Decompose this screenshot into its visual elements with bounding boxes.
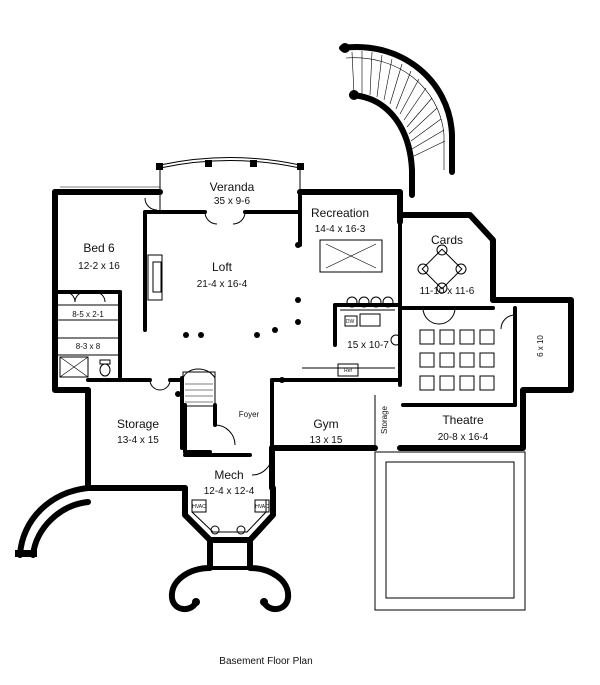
closet-b-dims: 8-3 x 8 — [76, 342, 101, 351]
veranda-dims: 35 x 9-6 — [214, 196, 251, 207]
mech-name: Mech — [214, 468, 243, 482]
alcove-dims: 6 x 10 — [536, 335, 545, 357]
exterior-walls — [15, 186, 574, 558]
refrigerator-label: Ref — [344, 368, 352, 374]
hvac-label-left: HVAC — [192, 504, 206, 510]
recreation-dims: 14-4 x 16-3 — [315, 224, 366, 235]
dishwasher-label: DW — [346, 319, 355, 325]
storage2-name: Storage — [380, 405, 389, 434]
cards-name: Cards — [431, 233, 463, 247]
cards-dims: 11-10 x 11-6 — [420, 286, 475, 297]
mech-dims: 12-4 x 12-4 — [204, 486, 255, 497]
recreation-name: Recreation — [311, 206, 369, 220]
room-labels: Veranda 35 x 9-6 Recreation 14-4 x 16-3 … — [72, 180, 545, 510]
interior-walls — [53, 210, 526, 611]
veranda-name: Veranda — [210, 180, 255, 194]
gym-dims: 13 x 15 — [310, 435, 343, 446]
plan-caption: Basement Floor Plan — [219, 656, 312, 667]
storage-name: Storage — [117, 417, 159, 431]
storage-dims: 13-4 x 15 — [117, 435, 159, 446]
loft-furnishings — [64, 197, 301, 397]
loft-name: Loft — [212, 260, 233, 274]
veranda-outline — [156, 157, 304, 212]
bed6-name: Bed 6 — [83, 241, 115, 255]
foyer-name: Foyer — [239, 410, 260, 419]
gym-name: Gym — [313, 417, 338, 431]
curved-stair — [339, 43, 455, 198]
hvac-label-right: HVAC — [255, 504, 269, 510]
closet-a-dims: 8-5 x 2-1 — [72, 310, 104, 319]
theatre-name: Theatre — [442, 413, 484, 427]
bed6-dims: 12-2 x 16 — [78, 261, 120, 272]
mech-outline — [168, 485, 292, 612]
kitchen-dims: 15 x 10-7 — [347, 340, 389, 351]
loft-dims: 21-4 x 16-4 — [197, 279, 248, 290]
theatre-dims: 20-8 x 16-4 — [438, 432, 489, 443]
